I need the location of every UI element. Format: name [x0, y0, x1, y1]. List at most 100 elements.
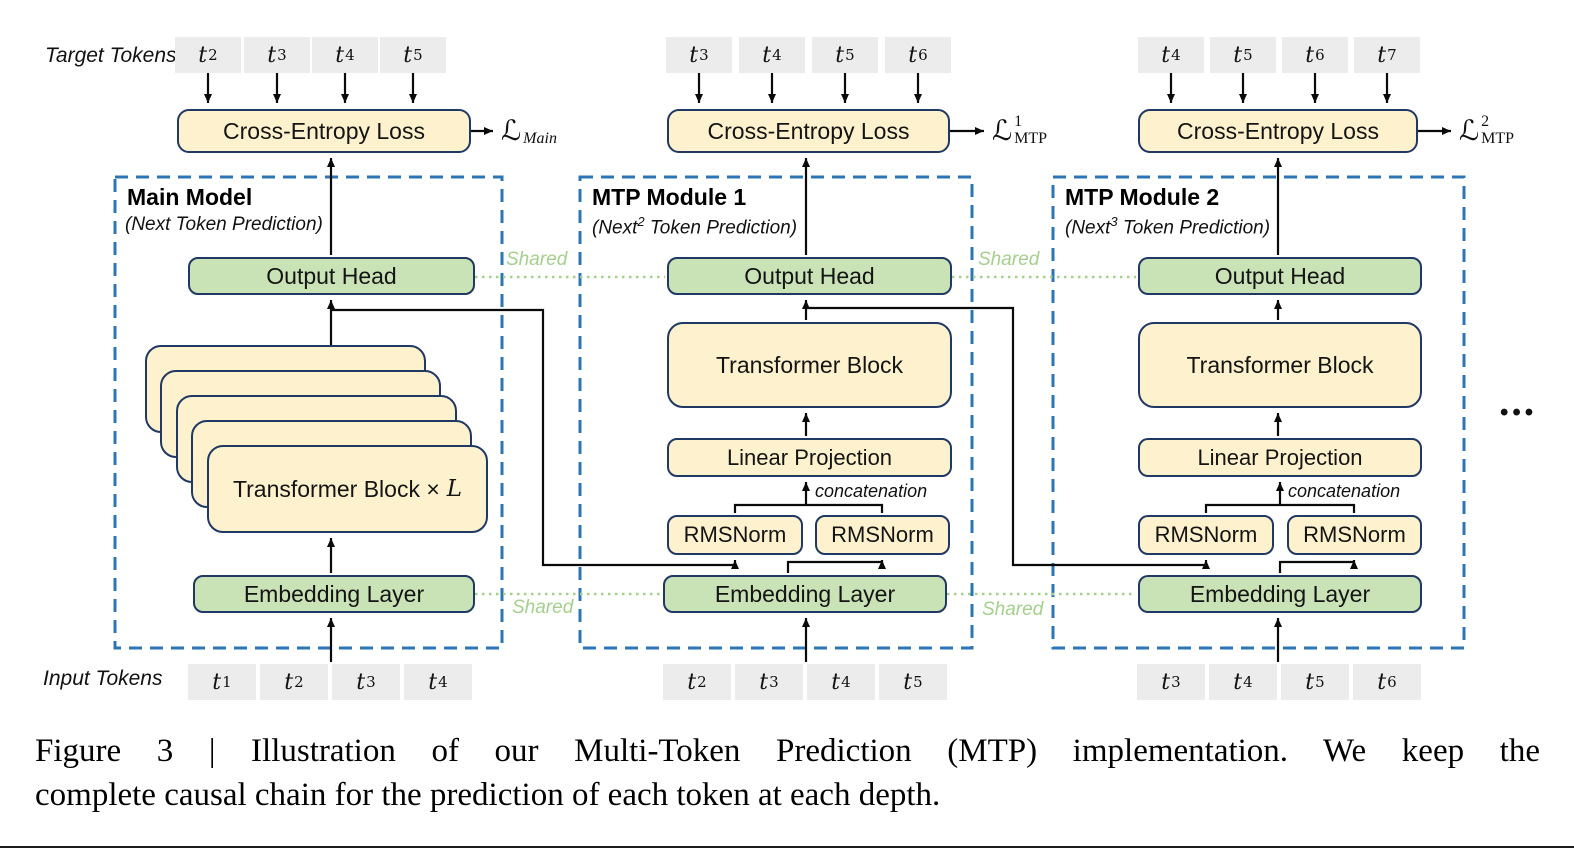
- module-subtitle-main: (Next Token Prediction): [125, 214, 323, 236]
- subtitle-post: Token Prediction): [170, 214, 323, 235]
- module-borders: [113, 175, 1466, 650]
- shared-label: Shared: [982, 599, 1044, 620]
- module-title-main: Main Model: [127, 184, 253, 210]
- concatenation-label-mtp1: concatenation: [815, 481, 928, 501]
- subtitle-post: Token Prediction): [644, 217, 798, 239]
- rmsnorm-right-mtp1: RMSNorm: [815, 515, 950, 555]
- loss-sup: 1: [1014, 113, 1023, 130]
- token-var: t: [835, 42, 845, 68]
- figure-caption-line2: complete causal chain for the prediction…: [35, 777, 941, 813]
- target-tokens-label: Target Tokens: [45, 44, 177, 67]
- token-var: t: [908, 42, 918, 68]
- subtitle-pre: (Next: [125, 214, 171, 235]
- cross-entropy-box-main: Cross-Entropy Loss: [177, 109, 471, 153]
- subtitle-pre: (Next: [592, 217, 638, 239]
- transformer-block-var: L: [446, 476, 463, 502]
- loss-sup: [523, 113, 557, 130]
- token-var: t: [1161, 669, 1171, 695]
- module-subtitle-mtp2: (Next3 Token Prediction): [1065, 214, 1270, 239]
- page-bottom-rule: [0, 846, 1574, 848]
- shared-label: Shared: [512, 597, 574, 618]
- token-var: t: [428, 669, 438, 695]
- output-head-main: Output Head: [188, 257, 475, 295]
- rmsnorm-left-mtp1: RMSNorm: [667, 515, 803, 555]
- module-title-mtp1: MTP Module 1: [592, 184, 747, 210]
- mtp-module-1-border: [578, 175, 974, 650]
- loss-sup: 2: [1481, 113, 1490, 130]
- concatenation-label-mtp2: concatenation: [1288, 481, 1401, 501]
- output-head-mtp1: Output Head: [667, 257, 952, 295]
- loss-symbol: ℒ: [1459, 113, 1480, 147]
- token-var: t: [1377, 669, 1387, 695]
- token-var: t: [831, 669, 841, 695]
- token-var: t: [687, 669, 697, 695]
- transformer-block-main: Transformer Block ×L: [207, 445, 488, 533]
- token-var: t: [762, 42, 772, 68]
- token-var: t: [1305, 42, 1315, 68]
- module-title-mtp2: MTP Module 2: [1065, 184, 1220, 210]
- transformer-block-mtp2: Transformer Block: [1138, 322, 1422, 408]
- linear-projection-mtp1: Linear Projection: [667, 438, 952, 477]
- rmsnorm-right-mtp2: RMSNorm: [1287, 515, 1422, 555]
- subtitle-pre: (Next: [1065, 217, 1111, 239]
- token-var: t: [267, 42, 277, 68]
- token-var: t: [1233, 42, 1243, 68]
- token-var: t: [689, 42, 699, 68]
- subtitle-sup: 3: [1110, 214, 1118, 229]
- main-model-border: [113, 175, 504, 650]
- linear-projection-mtp2: Linear Projection: [1138, 438, 1422, 477]
- loss-sub: Main: [523, 130, 557, 147]
- subtitle-sup: 2: [637, 214, 645, 229]
- embedding-layer-mtp1: Embedding Layer: [663, 575, 947, 613]
- token-var: t: [356, 669, 366, 695]
- token-var: t: [284, 669, 294, 695]
- token-var: t: [1161, 42, 1171, 68]
- token-var: t: [335, 42, 345, 68]
- embedding-layer-main: Embedding Layer: [193, 575, 475, 613]
- loss-symbol: ℒ: [992, 113, 1013, 147]
- embedding-layer-mtp2: Embedding Layer: [1138, 575, 1422, 613]
- loss-sub: MTP: [1014, 130, 1048, 147]
- token-var: t: [212, 669, 222, 695]
- shared-label: Shared: [978, 249, 1040, 270]
- token-var: t: [198, 42, 208, 68]
- token-var: t: [1377, 42, 1387, 68]
- cross-entropy-box-mtp2: Cross-Entropy Loss: [1138, 109, 1418, 153]
- module-subtitle-mtp1: (Next2 Token Prediction): [592, 214, 797, 239]
- token-var: t: [1305, 669, 1315, 695]
- token-var: t: [903, 669, 913, 695]
- shared-dotted-lines: [475, 275, 1136, 596]
- transformer-block-label: Transformer Block ×: [232, 475, 440, 502]
- cross-entropy-box-mtp1: Cross-Entropy Loss: [667, 109, 950, 153]
- rmsnorm-left-mtp2: RMSNorm: [1138, 515, 1274, 555]
- subtitle-post: Token Prediction): [1117, 217, 1271, 239]
- token-var: t: [403, 42, 413, 68]
- arrows: [204, 73, 1451, 662]
